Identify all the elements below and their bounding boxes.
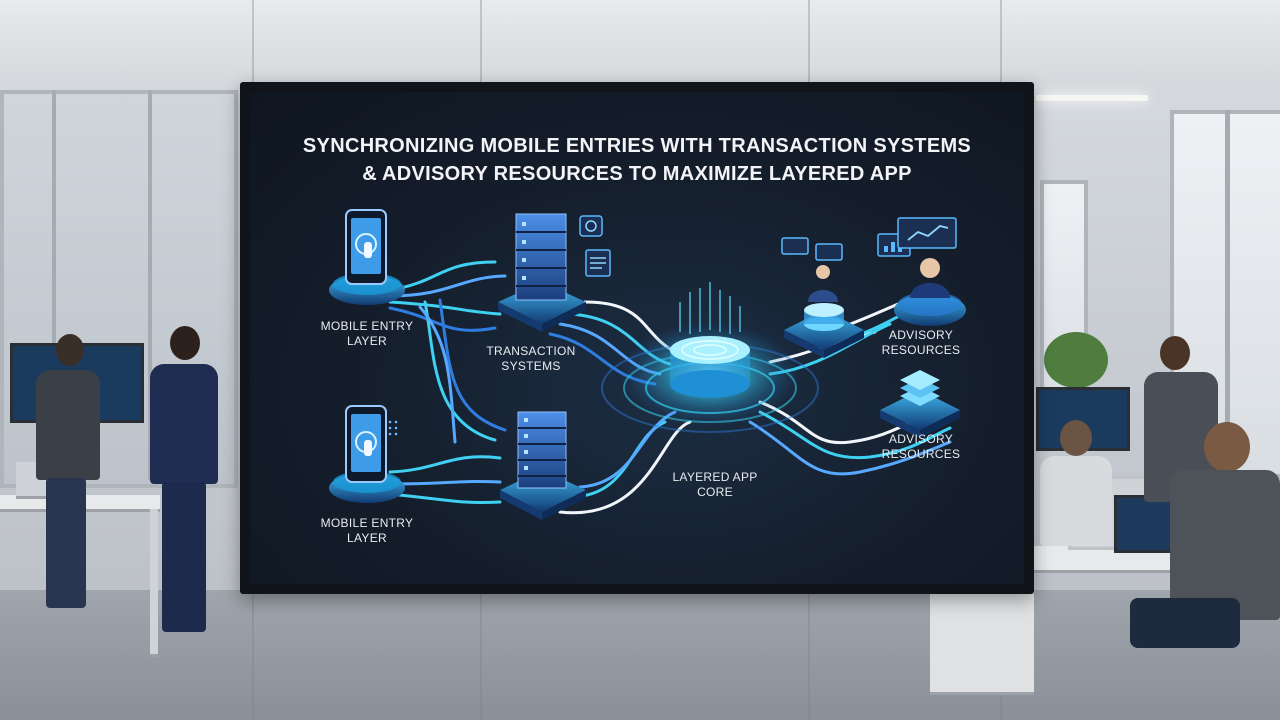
title-line-1: SYNCHRONIZING MOBILE ENTRIES WITH TRANSA… [302,135,972,157]
label-line: LAYER [347,334,387,348]
label-line: RESOURCES [881,447,961,461]
window-frame [52,90,56,480]
flow-diagram [329,209,966,520]
mobile-entry-top-icon [329,209,405,305]
window-frame [1225,110,1230,470]
transaction-systems-label: TRANSACTION SYSTEMS [466,344,596,374]
window-frame [148,90,152,480]
transaction-server-bottom-icon [500,411,586,520]
mobile-entry-bottom-icon [329,405,405,503]
advisory-resources-bottom-label: ADVISORY RESOURCES [856,432,986,462]
label-line: LAYER [347,531,387,545]
label-line: LAYERED APP [672,470,758,484]
display-content: SYNCHRONIZING MOBILE ENTRIES WITH TRANSA… [250,92,1024,584]
title-line-2: & ADVISORY RESOURCES TO MAXIMIZE LAYERED… [362,163,912,185]
mobile-entry-bottom-label: MOBILE ENTRY LAYER [302,516,432,546]
desk-leg [150,509,158,657]
label-line: TRANSACTION [486,344,576,358]
label-line: MOBILE ENTRY [320,516,414,530]
core-hub [601,282,819,433]
plant [1044,332,1108,388]
ceiling-light [1036,95,1148,101]
diagram-title: SYNCHRONIZING MOBILE ENTRIES WITH TRANSA… [280,132,994,188]
mobile-entry-top-label: MOBILE ENTRY LAYER [302,319,432,349]
wall-display: SYNCHRONIZING MOBILE ENTRIES WITH TRANSA… [240,82,1034,594]
ceiling [0,0,1280,90]
transaction-server-top-icon [498,213,611,332]
label-line: RESOURCES [881,343,961,357]
label-line: CORE [697,485,733,499]
advisory-resources-top-label: ADVISORY RESOURCES [856,328,986,358]
label-line: ADVISORY [888,328,954,342]
layered-app-core-label: LAYERED APP CORE [650,470,780,500]
label-line: SYSTEMS [501,359,561,373]
advisory-resources-top-icon [781,217,966,358]
drawer-cabinet [930,592,1034,695]
floor [0,590,1280,720]
label-line: ADVISORY [888,432,954,446]
label-line: MOBILE ENTRY [320,319,414,333]
advisory-resources-bottom-icon [880,370,960,438]
